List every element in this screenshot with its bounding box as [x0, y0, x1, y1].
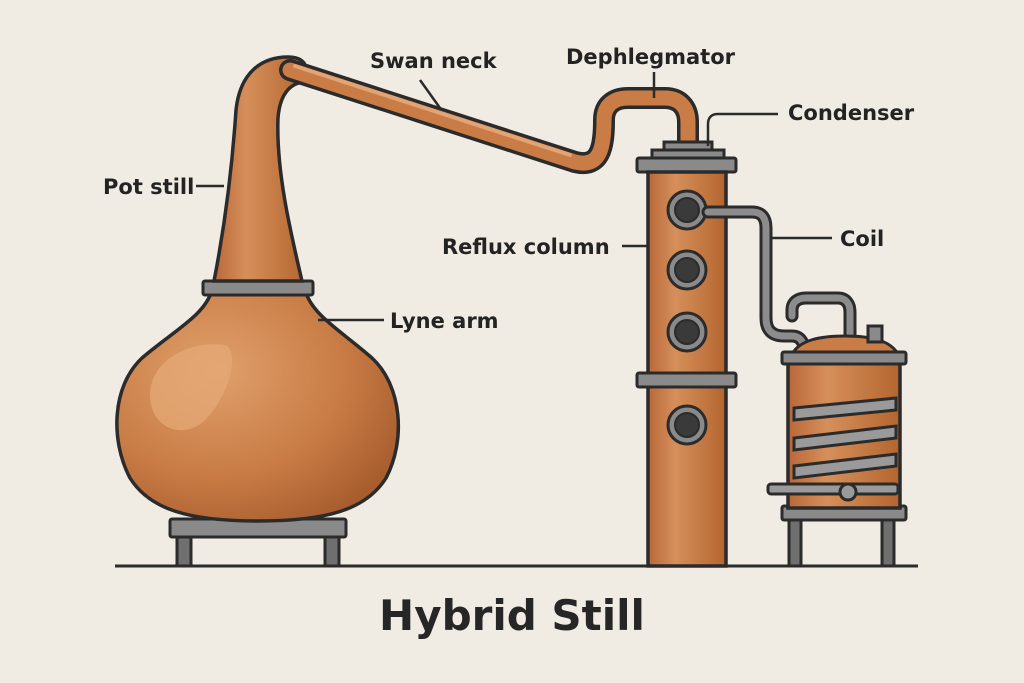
- tank-vent-cap: [866, 324, 884, 344]
- pot-highlight: [150, 344, 233, 431]
- tank-outlet-pipe: [766, 482, 900, 496]
- label-pot-still: Pot still: [103, 175, 195, 199]
- tank-outlet-valve: [838, 482, 858, 502]
- label-coil: Coil: [840, 227, 885, 251]
- coil-pipe: [701, 205, 857, 357]
- pot-collar: [201, 279, 315, 297]
- coil-pipe-fill: [704, 208, 808, 354]
- column-body: [646, 170, 728, 568]
- label-condenser: Condenser: [788, 101, 915, 125]
- label-lyne-arm: Lyne arm: [390, 309, 499, 333]
- column-mid-flange: [635, 371, 738, 389]
- diagram-title: Hybrid Still: [379, 591, 645, 640]
- tank-lid-ring: [780, 350, 908, 366]
- reflux-column: [635, 140, 738, 568]
- tank-leg-right: [880, 516, 896, 568]
- swan-neck-fill: [282, 62, 696, 171]
- tank-leg-left: [787, 516, 803, 568]
- swan-neck-pipe: [279, 59, 699, 174]
- leader-lines: [196, 72, 832, 322]
- pot-still: [115, 55, 401, 568]
- pot-leg-right: [323, 534, 341, 568]
- label-swan-neck: Swan neck: [370, 49, 497, 73]
- label-dephlegmator: Dephlegmator: [566, 45, 736, 69]
- column-porthole: [666, 311, 708, 353]
- column-porthole: [666, 404, 708, 446]
- label-reflux-column: Reflux column: [442, 235, 610, 259]
- condenser-tank: [766, 324, 908, 568]
- tank-coil-windings: [792, 396, 898, 480]
- pot-neck: [211, 55, 308, 283]
- tank-return-pipe-fill: [788, 294, 854, 342]
- pot-leg-left: [175, 534, 193, 568]
- column-porthole: [666, 189, 708, 231]
- column-top-flange: [635, 156, 738, 174]
- swan-neck-sheen: [293, 64, 572, 157]
- leader-condenser: [706, 112, 778, 146]
- column-porthole: [666, 249, 708, 291]
- leader-swan-neck: [418, 79, 442, 109]
- pot-bulb: [115, 288, 401, 523]
